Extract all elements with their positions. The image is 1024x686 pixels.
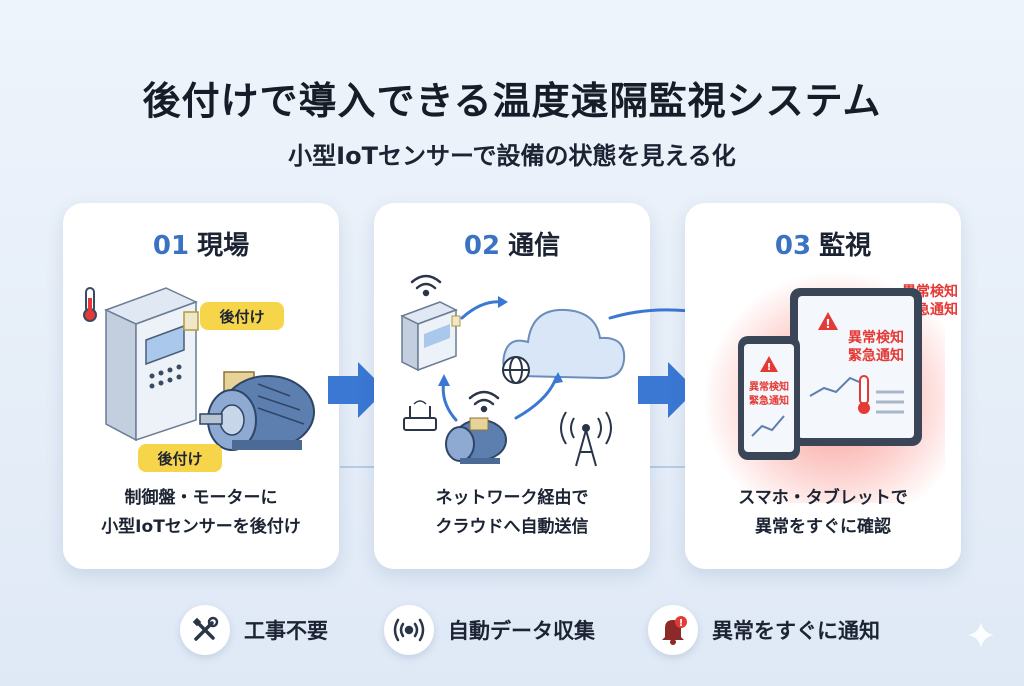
feature-label: 異常をすぐに通知 (712, 619, 880, 643)
step-description: ネットワーク経由で クラウドへ自動送信 (374, 484, 650, 542)
feature-label: 自動データ収集 (448, 619, 595, 643)
flow-arrow-icon (328, 362, 386, 418)
feature-auto-collection: 自動データ収集 (384, 602, 595, 658)
step-number: 03 (774, 231, 812, 261)
step-description: 制御盤・モーターに 小型IoTセンサーを後付け (63, 484, 339, 542)
svg-text:!: ! (679, 618, 684, 629)
alert-bell-icon: ! (648, 605, 698, 655)
feature-label: 工事不要 (244, 619, 328, 643)
step-desc-line: 異常をすぐに確認 (755, 517, 891, 537)
tools-icon (180, 605, 230, 655)
feature-instant-alert: ! 異常をすぐに通知 (648, 602, 880, 658)
step-desc-line: クラウドへ自動送信 (435, 517, 589, 537)
sparkle-icon (968, 622, 994, 648)
step-number: 01 (152, 231, 190, 261)
flow-arrow-icon (638, 362, 696, 418)
alert-glow (705, 273, 945, 503)
step-desc-line: 小型IoTセンサーを後付け (101, 517, 301, 537)
step-description: スマホ・タブレットで 異常をすぐに確認 (685, 484, 961, 542)
wireless-signal-icon (384, 605, 434, 655)
step-desc-line: ネットワーク経由で (435, 488, 589, 508)
feature-no-construction: 工事不要 (180, 602, 328, 658)
step-desc-line: スマホ・タブレットで (738, 488, 908, 508)
step-title: 現場 (197, 231, 250, 261)
page-subtitle: 小型IoTセンサーで設備の状態を見える化 (288, 142, 736, 170)
page-title: 後付けで導入できる温度遠隔監視システム (142, 79, 882, 123)
step-title: 通信 (508, 231, 561, 261)
step-title: 監視 (819, 231, 872, 261)
step-number: 02 (463, 231, 501, 261)
step-desc-line: 制御盤・モーターに (124, 488, 278, 508)
